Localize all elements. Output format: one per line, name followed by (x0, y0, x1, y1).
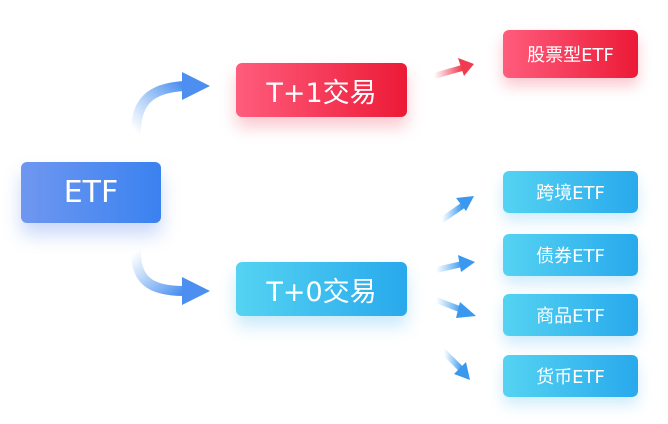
money-etf-label: 货币ETF (536, 367, 605, 388)
bond-etf-label: 债券ETF (536, 246, 605, 267)
arrow-t0-to-bond-etf (433, 255, 475, 273)
cross-border-etf-label: 跨境ETF (536, 183, 605, 204)
arrow-t1-to-stock-etf (431, 58, 474, 79)
arrow-root-to-t1 (131, 72, 210, 137)
t1-trading-node: T+1交易 (236, 63, 407, 117)
arrow-t0-to-commodity-etf (433, 297, 476, 318)
cross-border-etf-node: 跨境ETF (503, 171, 638, 213)
t0-trading-node: T+0交易 (236, 262, 407, 316)
stock-etf-label: 股票型ETF (527, 45, 614, 66)
stock-etf-node: 股票型ETF (503, 30, 638, 78)
t0-trading-label: T+0交易 (266, 276, 377, 308)
commodity-etf-label: 商品ETF (536, 306, 605, 327)
bond-etf-node: 债券ETF (503, 234, 638, 276)
t1-trading-label: T+1交易 (266, 77, 377, 109)
arrow-t0-to-cross-border-etf (439, 196, 474, 223)
money-etf-node: 货币ETF (503, 355, 638, 397)
etf-root-node: ETF (21, 162, 161, 223)
arrow-t0-to-money-etf (441, 349, 470, 380)
etf-root-label: ETF (63, 175, 119, 210)
arrow-root-to-t0 (131, 247, 210, 305)
commodity-etf-node: 商品ETF (503, 294, 638, 336)
